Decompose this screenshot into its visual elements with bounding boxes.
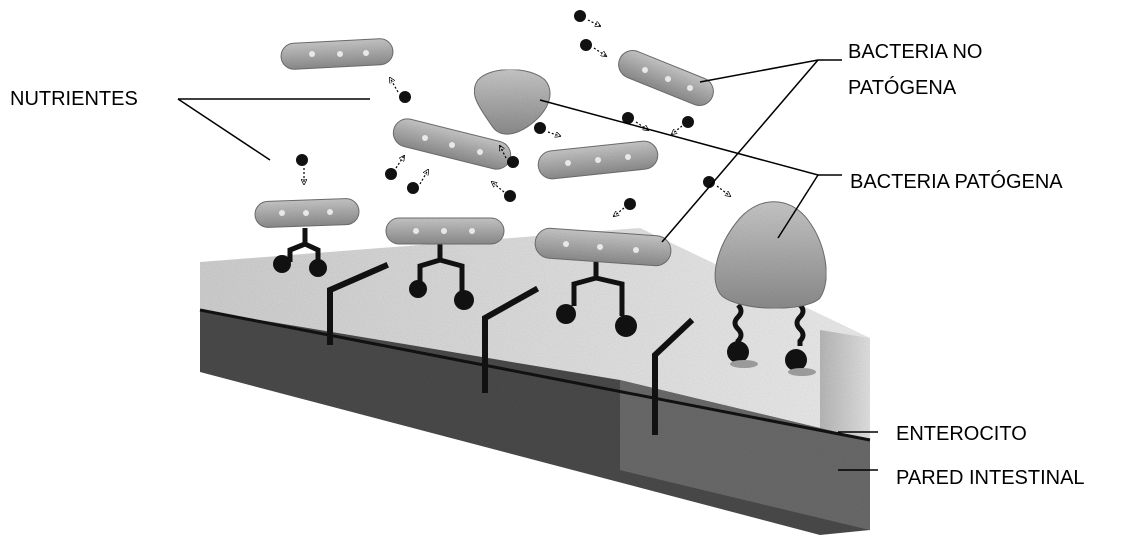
label-non-pathogenic-line1: BACTERIA NO: [848, 38, 982, 66]
label-intestinal-wall: PARED INTESTINAL: [896, 464, 1085, 492]
label-non-pathogenic-line2: PATÓGENA: [848, 74, 956, 102]
label-pathogenic: BACTERIA PATÓGENA: [850, 168, 1063, 196]
label-enterocyte: ENTEROCITO: [896, 420, 1027, 448]
label-nutrients: NUTRIENTES: [10, 85, 138, 113]
enterocyte-front-face: [820, 330, 870, 442]
